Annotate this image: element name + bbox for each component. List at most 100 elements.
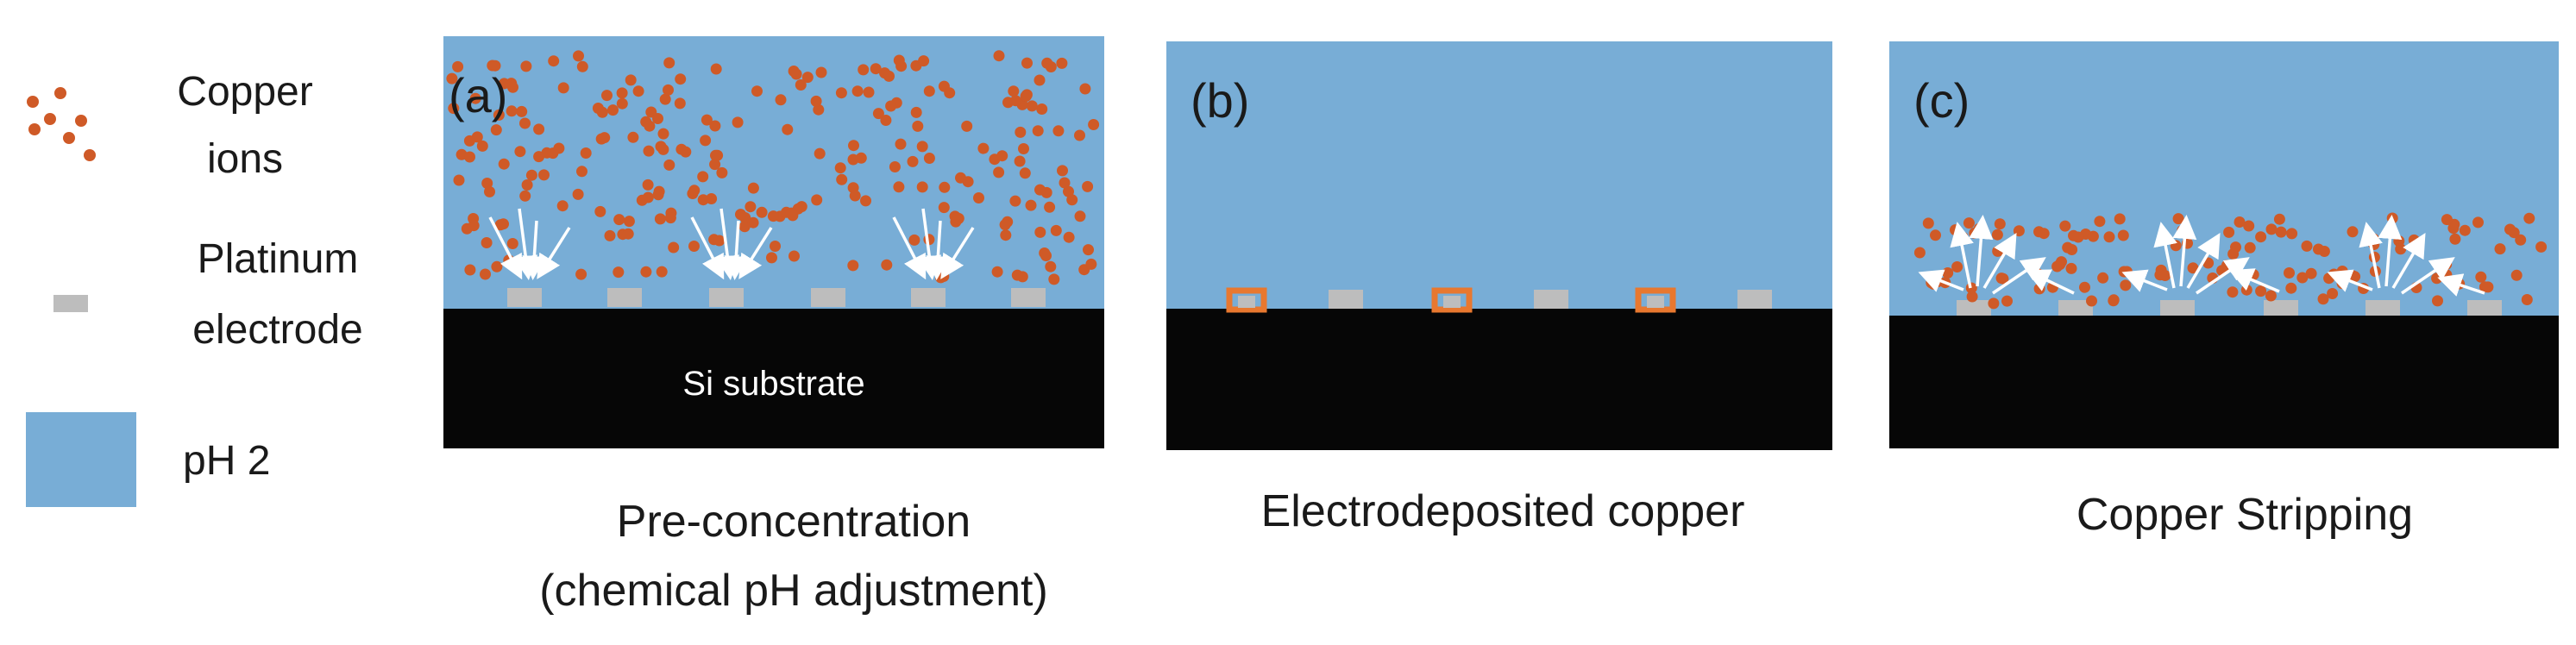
copper-ion bbox=[623, 216, 635, 228]
copper-ion bbox=[1963, 217, 1975, 229]
copper-ion bbox=[481, 237, 493, 248]
copper-ion bbox=[858, 64, 870, 76]
caption-a-line1: Pre-concentration bbox=[617, 497, 971, 547]
platinum-electrode bbox=[2058, 300, 2093, 316]
copper-ion bbox=[2523, 212, 2535, 224]
copper-ion bbox=[468, 220, 480, 232]
copper-ion bbox=[1015, 126, 1027, 138]
copper-ion bbox=[2062, 241, 2074, 254]
copper-ion bbox=[480, 268, 491, 280]
copper-ion bbox=[2510, 269, 2523, 281]
copper-ion bbox=[2296, 272, 2309, 284]
copper-ion bbox=[788, 66, 800, 77]
copper-ion bbox=[1063, 185, 1074, 197]
platinum-electrode bbox=[1238, 296, 1255, 308]
panel-b: (b) bbox=[1166, 41, 1832, 450]
copper-ion bbox=[2317, 293, 2329, 305]
arrow bbox=[2228, 268, 2280, 293]
copper-ion bbox=[697, 194, 709, 206]
copper-ion bbox=[1025, 199, 1037, 211]
copper-ion bbox=[2223, 226, 2235, 238]
copper-ion bbox=[659, 93, 671, 105]
copper-ion bbox=[834, 162, 846, 174]
copper-ion bbox=[481, 178, 493, 189]
copper-ion bbox=[811, 194, 823, 206]
copper-ion bbox=[2013, 225, 2025, 237]
copper-ion bbox=[2441, 269, 2453, 281]
platinum-electrode bbox=[2366, 300, 2400, 316]
copper-ion bbox=[2255, 285, 2267, 297]
copper-ion bbox=[1018, 143, 1029, 154]
arrow bbox=[1992, 257, 2046, 295]
arrow bbox=[1969, 215, 1994, 287]
copper-ion bbox=[870, 63, 882, 75]
copper-ion bbox=[709, 120, 721, 132]
platinum-electrode bbox=[1443, 296, 1461, 308]
copper-ion bbox=[993, 166, 1005, 178]
arrow bbox=[2391, 232, 2426, 289]
copper-ion bbox=[607, 104, 619, 116]
copper-ion bbox=[2108, 295, 2120, 307]
copper-ion bbox=[1000, 229, 1012, 241]
platinum-electrode bbox=[2264, 300, 2298, 316]
copper-ion bbox=[2065, 262, 2077, 274]
copper-ion bbox=[1083, 244, 1094, 256]
copper-ion bbox=[2244, 241, 2256, 254]
copper-ion bbox=[1019, 167, 1031, 179]
copper-ion bbox=[1966, 291, 1978, 303]
copper-ion bbox=[2265, 223, 2278, 235]
caption-b-line1: Electrodeposited copper bbox=[1261, 486, 1745, 536]
copper-ion bbox=[452, 60, 464, 72]
copper-ion bbox=[2472, 216, 2484, 229]
copper-ion bbox=[2449, 233, 2461, 245]
copper-ion bbox=[494, 219, 506, 231]
copper-ion bbox=[709, 159, 721, 171]
copper-ion bbox=[732, 116, 744, 128]
copper-ion bbox=[476, 140, 488, 152]
copper-ion bbox=[657, 128, 669, 140]
copper-ion bbox=[652, 189, 664, 201]
platinum-electrode bbox=[1011, 288, 1046, 307]
copper-ion bbox=[674, 97, 686, 110]
copper-ion bbox=[601, 90, 613, 102]
copper-ion bbox=[599, 132, 611, 144]
copper-ion bbox=[2227, 248, 2240, 260]
copper-ion bbox=[916, 141, 928, 153]
copper-ion bbox=[2347, 226, 2359, 238]
copper-ion bbox=[655, 141, 667, 153]
platinum-electrode bbox=[1329, 290, 1363, 309]
platinum-electrode bbox=[507, 288, 542, 307]
copper-ion bbox=[2086, 295, 2097, 307]
copper-ion bbox=[446, 72, 458, 85]
copper-ion bbox=[1995, 272, 2007, 285]
copper-ion bbox=[949, 210, 961, 222]
copper-ion bbox=[573, 50, 584, 62]
electrodes-b bbox=[1226, 287, 1772, 313]
legend-platinum-line1: Platinum bbox=[198, 236, 359, 282]
copper-ion bbox=[918, 55, 930, 67]
copper-ion bbox=[701, 114, 713, 126]
copper-ion bbox=[836, 173, 848, 185]
copper-ion bbox=[815, 66, 827, 78]
copper-ion bbox=[2033, 226, 2045, 238]
copper-ion bbox=[625, 74, 637, 86]
copper-ion bbox=[596, 106, 608, 118]
copper-ion bbox=[738, 221, 751, 233]
copper-ion bbox=[1014, 155, 1026, 167]
copper-ion bbox=[1074, 210, 1086, 222]
copper-ion bbox=[668, 241, 680, 254]
copper-ion bbox=[580, 147, 592, 159]
copper-ion bbox=[2117, 229, 2129, 241]
copper-ion bbox=[642, 178, 654, 191]
copper-ion bbox=[2243, 220, 2255, 232]
copper-ion bbox=[814, 147, 826, 160]
copper-ion bbox=[627, 131, 639, 143]
copper-ion bbox=[1052, 125, 1065, 137]
copper-ion bbox=[916, 181, 928, 193]
copper-ion bbox=[1034, 226, 1046, 238]
copper-ion bbox=[756, 206, 768, 218]
copper-ion bbox=[469, 92, 481, 104]
copper-ion bbox=[745, 201, 757, 213]
copper-ion bbox=[885, 100, 897, 112]
copper-ion bbox=[944, 87, 956, 99]
